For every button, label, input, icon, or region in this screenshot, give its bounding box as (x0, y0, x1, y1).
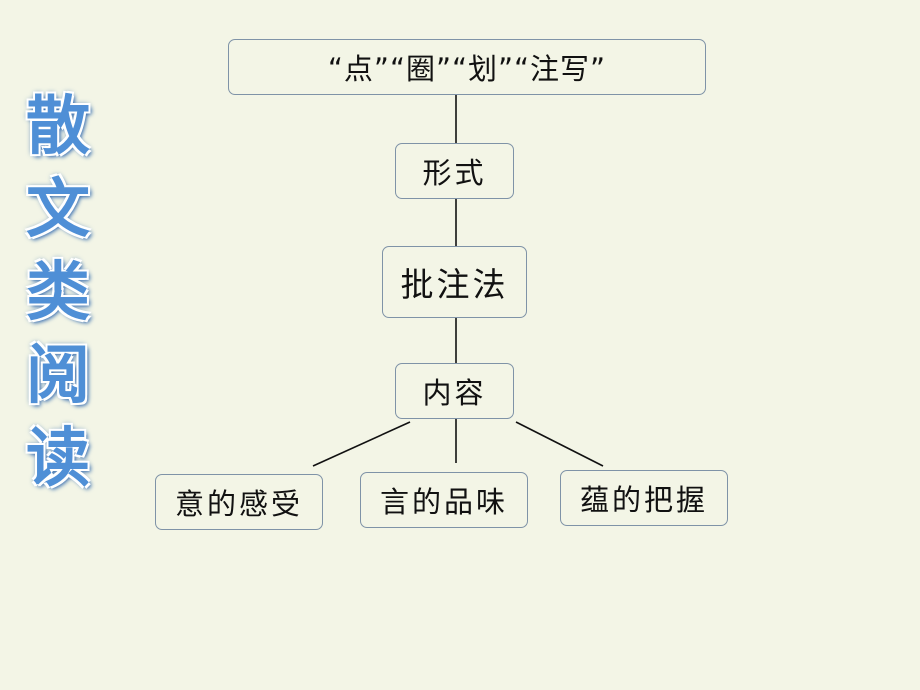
vertical-title: 散 文 类 阅 读 (18, 88, 98, 498)
connector-content-to-right (515, 421, 604, 467)
title-char: 类 (26, 255, 90, 330)
node-annotation-marks: “点”“圈”“划”“注写” (228, 39, 706, 95)
node-form: 形式 (395, 143, 514, 199)
title-char: 读 (26, 421, 90, 496)
node-child-feeling: 意的感受 (155, 474, 323, 530)
node-child-language: 言的品味 (360, 472, 528, 528)
connector-content-to-left (312, 421, 411, 467)
title-char: 阅 (26, 338, 90, 413)
node-child-meaning: 蕴的把握 (560, 470, 728, 526)
title-char: 文 (26, 172, 90, 247)
node-annotation-method: 批注法 (382, 246, 527, 318)
node-content: 内容 (395, 363, 514, 419)
title-char: 散 (26, 89, 90, 164)
